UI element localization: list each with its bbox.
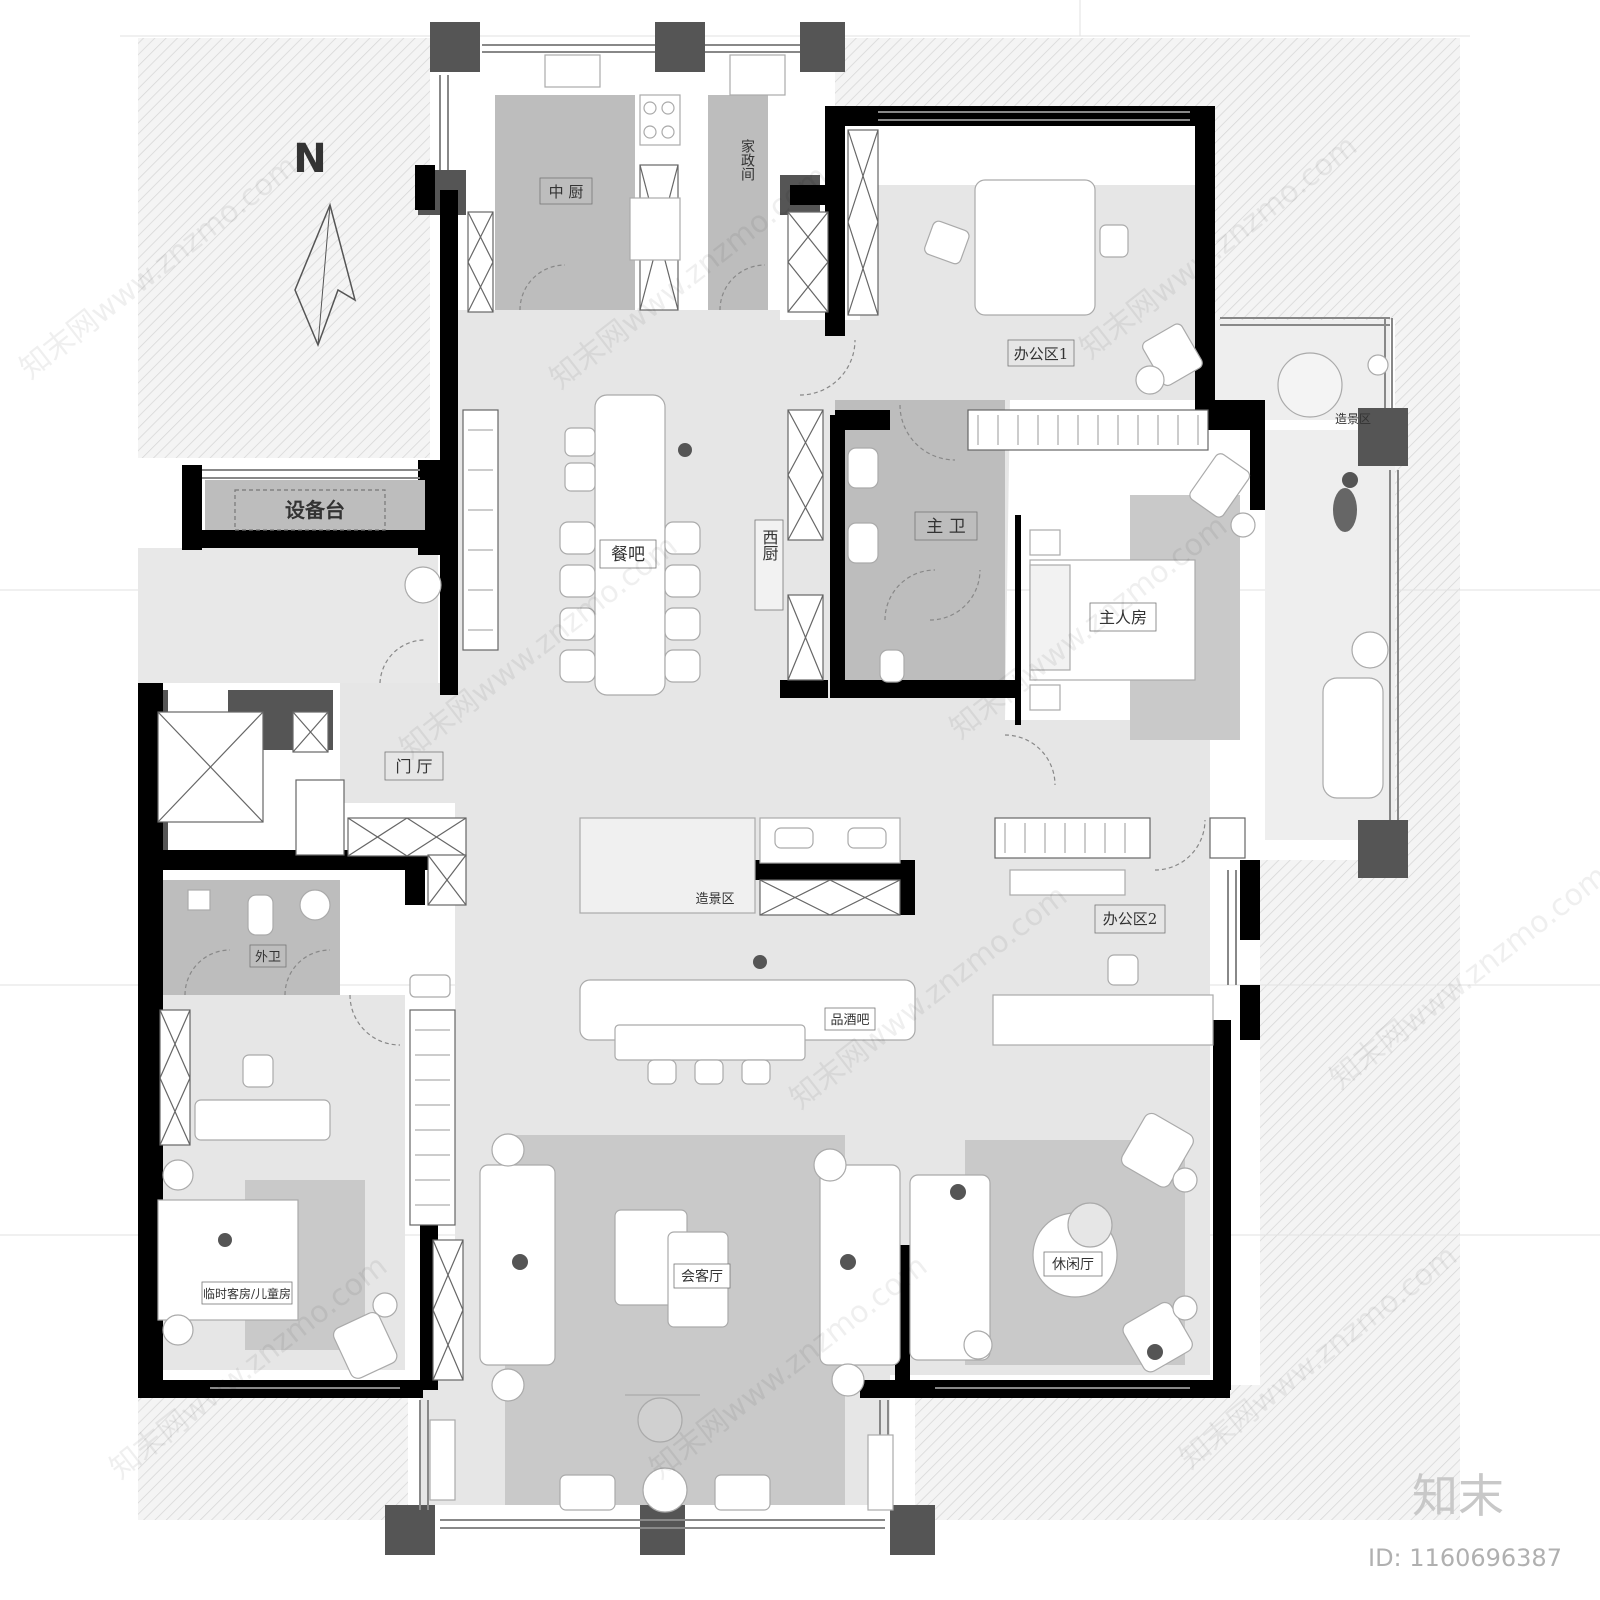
label-jiazheng-jian: 家政间 bbox=[739, 138, 755, 182]
label-zaojing-top: 造景区 bbox=[1335, 412, 1371, 426]
hanger-marks bbox=[415, 415, 1199, 1206]
entry-corridor bbox=[138, 548, 438, 683]
cabinets bbox=[157, 129, 901, 1381]
lounge-sofa bbox=[909, 1174, 991, 1361]
bathtub bbox=[1322, 677, 1384, 799]
people-figures bbox=[218, 443, 1358, 1360]
label-linshi-kefang: 临时客房/儿童房 bbox=[203, 1286, 291, 1301]
label-pinjiu-ba: 品酒吧 bbox=[830, 1013, 869, 1028]
label-wai-wei: 外卫 bbox=[255, 950, 281, 965]
label-zaojing-mid: 造景区 bbox=[695, 892, 734, 907]
landscape-planter-mid bbox=[579, 817, 756, 914]
label-zhuren-fang: 主人房 bbox=[1099, 608, 1147, 627]
room-labels: 中 厨 家政间 办公区1 造景区 设备台 餐吧 西厨 主 卫 主人房 门 厅 造… bbox=[201, 138, 1371, 1305]
image-id: ID: 1160696387 bbox=[1368, 1544, 1562, 1572]
label-xiuxian-ting: 休闲厅 bbox=[1052, 1257, 1094, 1273]
north-label: N bbox=[293, 136, 326, 182]
label-men-ting: 门 厅 bbox=[395, 757, 432, 776]
label-zhu-wei: 主 卫 bbox=[926, 517, 965, 537]
living-sofa-right bbox=[819, 1164, 901, 1366]
office-desk-1 bbox=[974, 179, 1096, 316]
label-zhong-chu: 中 厨 bbox=[549, 183, 584, 201]
label-bangong-1: 办公区1 bbox=[1014, 345, 1069, 363]
label-shebei-tai: 设备台 bbox=[285, 498, 345, 522]
label-bangong-2: 办公区2 bbox=[1103, 910, 1158, 928]
office-desk-2 bbox=[992, 994, 1214, 1046]
brand-logo: 知末 bbox=[1412, 1469, 1504, 1523]
label-can-ba: 餐吧 bbox=[611, 545, 645, 565]
north-arrow: N bbox=[293, 136, 357, 348]
wardrobes bbox=[295, 409, 1246, 1226]
foyer-floor bbox=[340, 683, 460, 803]
label-xi-chu: 西厨 bbox=[760, 529, 779, 561]
utility-room-floor bbox=[708, 95, 768, 310]
label-huike-ting: 会客厅 bbox=[681, 1268, 723, 1285]
exterior-hatch bbox=[138, 38, 1460, 1520]
north-arrow-icon bbox=[294, 202, 357, 348]
